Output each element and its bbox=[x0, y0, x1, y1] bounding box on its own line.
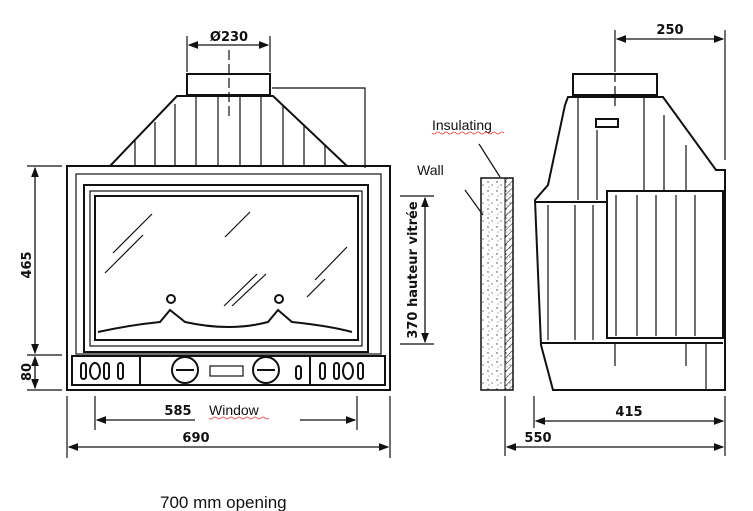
dim-height-base: 80 bbox=[20, 363, 35, 381]
air-control-left bbox=[171, 356, 199, 384]
glass-reflections bbox=[104, 211, 348, 307]
insulating-label: Insulating bbox=[432, 117, 492, 133]
dim-glass-height: 370 hauteur vitrée bbox=[406, 201, 421, 339]
knob-left bbox=[166, 294, 176, 304]
body-outline bbox=[66, 165, 391, 391]
vent-slots-right bbox=[295, 362, 364, 380]
side-body bbox=[533, 96, 726, 391]
door-frame bbox=[83, 184, 369, 353]
log-grate bbox=[97, 308, 353, 333]
hood-ribs bbox=[134, 96, 326, 166]
dim-window-width: 585 bbox=[164, 404, 191, 419]
side-door bbox=[606, 190, 724, 339]
side-view: Insulating Wall 250 370 hauteur vitrée 4… bbox=[400, 23, 726, 456]
dim-width-total: 690 bbox=[182, 431, 209, 446]
vent-slots-left bbox=[80, 362, 124, 380]
wall-label: Wall bbox=[417, 162, 444, 178]
knob-right bbox=[274, 294, 284, 304]
dim-flue-diameter: Ø230 bbox=[210, 30, 248, 45]
dim-flue-offset: 250 bbox=[656, 23, 683, 38]
front-view: Ø230 465 80 585 Window 690 700 mm openin… bbox=[20, 30, 391, 511]
dim-height-total: 465 bbox=[20, 251, 35, 278]
air-control-right bbox=[252, 356, 280, 384]
dim-body-depth: 415 bbox=[615, 405, 642, 420]
dim-total-depth: 550 bbox=[524, 431, 551, 446]
window-label: Window bbox=[209, 402, 260, 418]
opening-note: 700 mm opening bbox=[160, 493, 287, 511]
glass-window bbox=[94, 195, 359, 341]
wall bbox=[504, 177, 514, 391]
